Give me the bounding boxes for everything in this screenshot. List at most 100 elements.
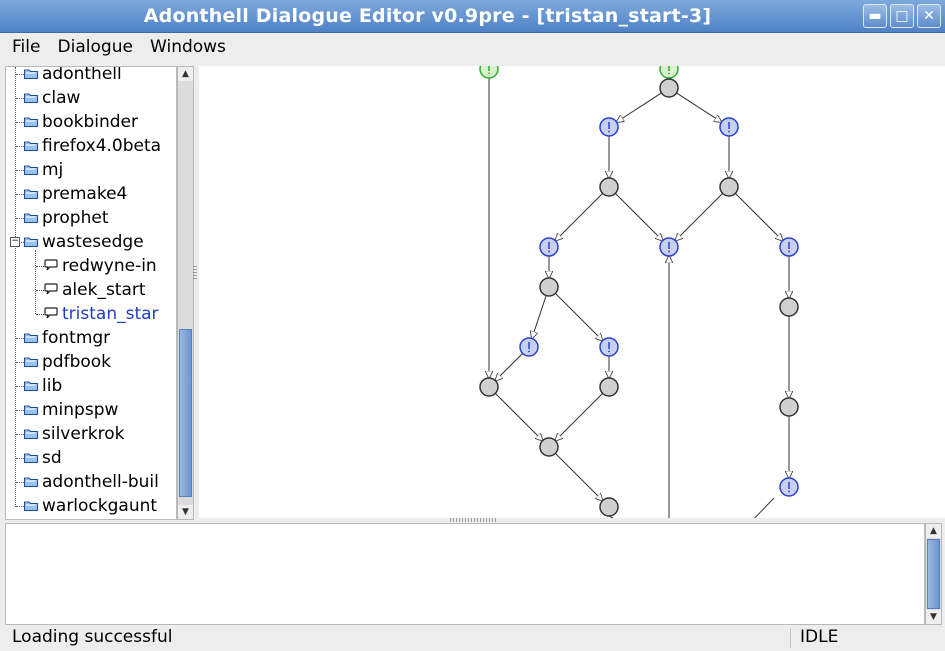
tree-item-mj[interactable]: mj xyxy=(6,158,176,182)
npc-node[interactable] xyxy=(719,177,739,197)
status-bar: Loading successful IDLE xyxy=(0,625,945,651)
tree-item-warlockgaunt[interactable]: warlockgaunt xyxy=(6,494,176,518)
output-scroll-down-icon[interactable]: ▼ xyxy=(926,610,941,624)
tree-item-firefox4-0beta[interactable]: firefox4.0beta xyxy=(6,134,176,158)
tree-item-label: mj xyxy=(42,160,64,180)
output-panel[interactable] xyxy=(5,523,925,625)
menu-file[interactable]: File xyxy=(12,37,41,57)
scroll-up-icon[interactable]: ▲ xyxy=(178,67,193,81)
npc-node[interactable] xyxy=(599,497,619,517)
tree-branch-line xyxy=(16,458,24,459)
tree-item-label: bookbinder xyxy=(42,112,138,132)
close-button[interactable]: ✕ xyxy=(917,4,941,28)
folder-icon xyxy=(24,405,38,415)
tree-item-redwyne-in[interactable]: redwyne-in xyxy=(6,254,176,278)
tree-item-label: adonthell xyxy=(42,66,122,84)
tree-item-label: fontmgr xyxy=(42,328,111,348)
output-scroll-thumb[interactable] xyxy=(927,539,940,609)
tree-item-label: silverkrok xyxy=(42,424,125,444)
folder-icon xyxy=(24,237,38,247)
player-node[interactable] xyxy=(719,117,739,137)
tree-item-label: wastesedge xyxy=(42,232,144,252)
output-scroll-up-icon[interactable]: ▲ xyxy=(926,524,941,538)
tree-item-label: adonthell-buil xyxy=(42,472,159,492)
tree-item-adonthell[interactable]: adonthell xyxy=(6,66,176,86)
close-icon: ✕ xyxy=(923,8,935,24)
tree-item-tristan-star[interactable]: tristan_star xyxy=(6,302,176,326)
tree-item-label: minpspw xyxy=(42,400,119,420)
graph-edge xyxy=(675,193,723,240)
tree-branch-line xyxy=(16,338,24,339)
tree-branch-line xyxy=(36,290,44,291)
menu-bar: File Dialogue Windows xyxy=(0,33,945,61)
npc-node[interactable] xyxy=(779,397,799,417)
tree-branch-line xyxy=(16,98,24,99)
folder-icon xyxy=(24,93,38,103)
tree-item-label: alek_start xyxy=(62,280,146,300)
graph-edge xyxy=(532,295,547,339)
tree-item-lib[interactable]: lib xyxy=(6,374,176,398)
tree-item-silverkrok[interactable]: silverkrok xyxy=(6,422,176,446)
tree-branch-line xyxy=(16,386,24,387)
tree-item-prophet[interactable]: prophet xyxy=(6,206,176,230)
output-resize-handle[interactable] xyxy=(450,518,496,522)
menu-windows[interactable]: Windows xyxy=(150,37,226,57)
tree-item-bookbinder[interactable]: bookbinder xyxy=(6,110,176,134)
folder-icon xyxy=(24,501,38,511)
graph-edge xyxy=(495,393,542,440)
npc-node[interactable] xyxy=(599,377,619,397)
player-node[interactable] xyxy=(599,337,619,357)
tree-item-premake4[interactable]: premake4 xyxy=(6,182,176,206)
tree-item-adonthell-buil[interactable]: adonthell-buil xyxy=(6,470,176,494)
tree-item-pdfbook[interactable]: pdfbook xyxy=(6,350,176,374)
player-node[interactable] xyxy=(659,237,679,257)
folder-icon xyxy=(24,165,38,175)
title-bar[interactable]: Adonthell Dialogue Editor v0.9pre - [tri… xyxy=(0,0,945,33)
npc-node[interactable] xyxy=(539,437,559,457)
output-scrollbar[interactable]: ▲ ▼ xyxy=(925,523,942,625)
player-node[interactable] xyxy=(779,477,799,497)
npc-node[interactable] xyxy=(779,297,799,317)
tree-scrollbar[interactable]: ▲ ▼ xyxy=(177,66,194,520)
graph-edge xyxy=(555,393,603,440)
player-node[interactable] xyxy=(539,237,559,257)
start-node[interactable] xyxy=(659,66,679,79)
scroll-down-icon[interactable]: ▼ xyxy=(178,505,193,519)
tree-scroll-thumb[interactable] xyxy=(179,329,192,497)
dialogue-graph-canvas[interactable] xyxy=(199,66,945,518)
graph-edge xyxy=(617,92,662,122)
collapse-icon[interactable]: − xyxy=(10,236,20,247)
player-node[interactable] xyxy=(779,237,799,257)
start-node[interactable] xyxy=(479,66,499,79)
tree-item-fontmgr[interactable]: fontmgr xyxy=(6,326,176,350)
tree-item-wastesedge[interactable]: − wastesedge xyxy=(6,230,176,254)
npc-node[interactable] xyxy=(539,277,559,297)
tree-item-alek-start[interactable]: alek_start xyxy=(6,278,176,302)
tree-item-minpspw[interactable]: minpspw xyxy=(6,398,176,422)
tree-branch-line xyxy=(16,482,24,483)
maximize-button[interactable]: □ xyxy=(890,4,914,28)
menu-dialogue[interactable]: Dialogue xyxy=(57,37,133,57)
tree-item-sd[interactable]: sd xyxy=(6,446,176,470)
player-node[interactable] xyxy=(519,337,539,357)
graph-edge xyxy=(495,353,523,380)
player-node[interactable] xyxy=(599,117,619,137)
graph-edge xyxy=(555,293,602,340)
graph-edge xyxy=(735,193,782,240)
minimize-button[interactable]: ▬ xyxy=(863,4,887,28)
tree-child-guide-line xyxy=(35,250,36,314)
pane-resize-handle[interactable] xyxy=(193,266,197,280)
folder-icon xyxy=(24,189,38,199)
folder-icon xyxy=(24,357,38,367)
npc-node[interactable] xyxy=(479,377,499,397)
npc-node[interactable] xyxy=(599,177,619,197)
npc-node[interactable] xyxy=(659,78,679,98)
tree-item-claw[interactable]: claw xyxy=(6,86,176,110)
graph-svg[interactable] xyxy=(199,66,945,518)
tree-item-label: warlockgaunt xyxy=(42,496,158,516)
maximize-icon: □ xyxy=(895,8,909,24)
tree-item-label: claw xyxy=(42,88,81,108)
tree-item-label: tristan_star xyxy=(62,304,159,324)
folder-icon xyxy=(24,381,38,391)
